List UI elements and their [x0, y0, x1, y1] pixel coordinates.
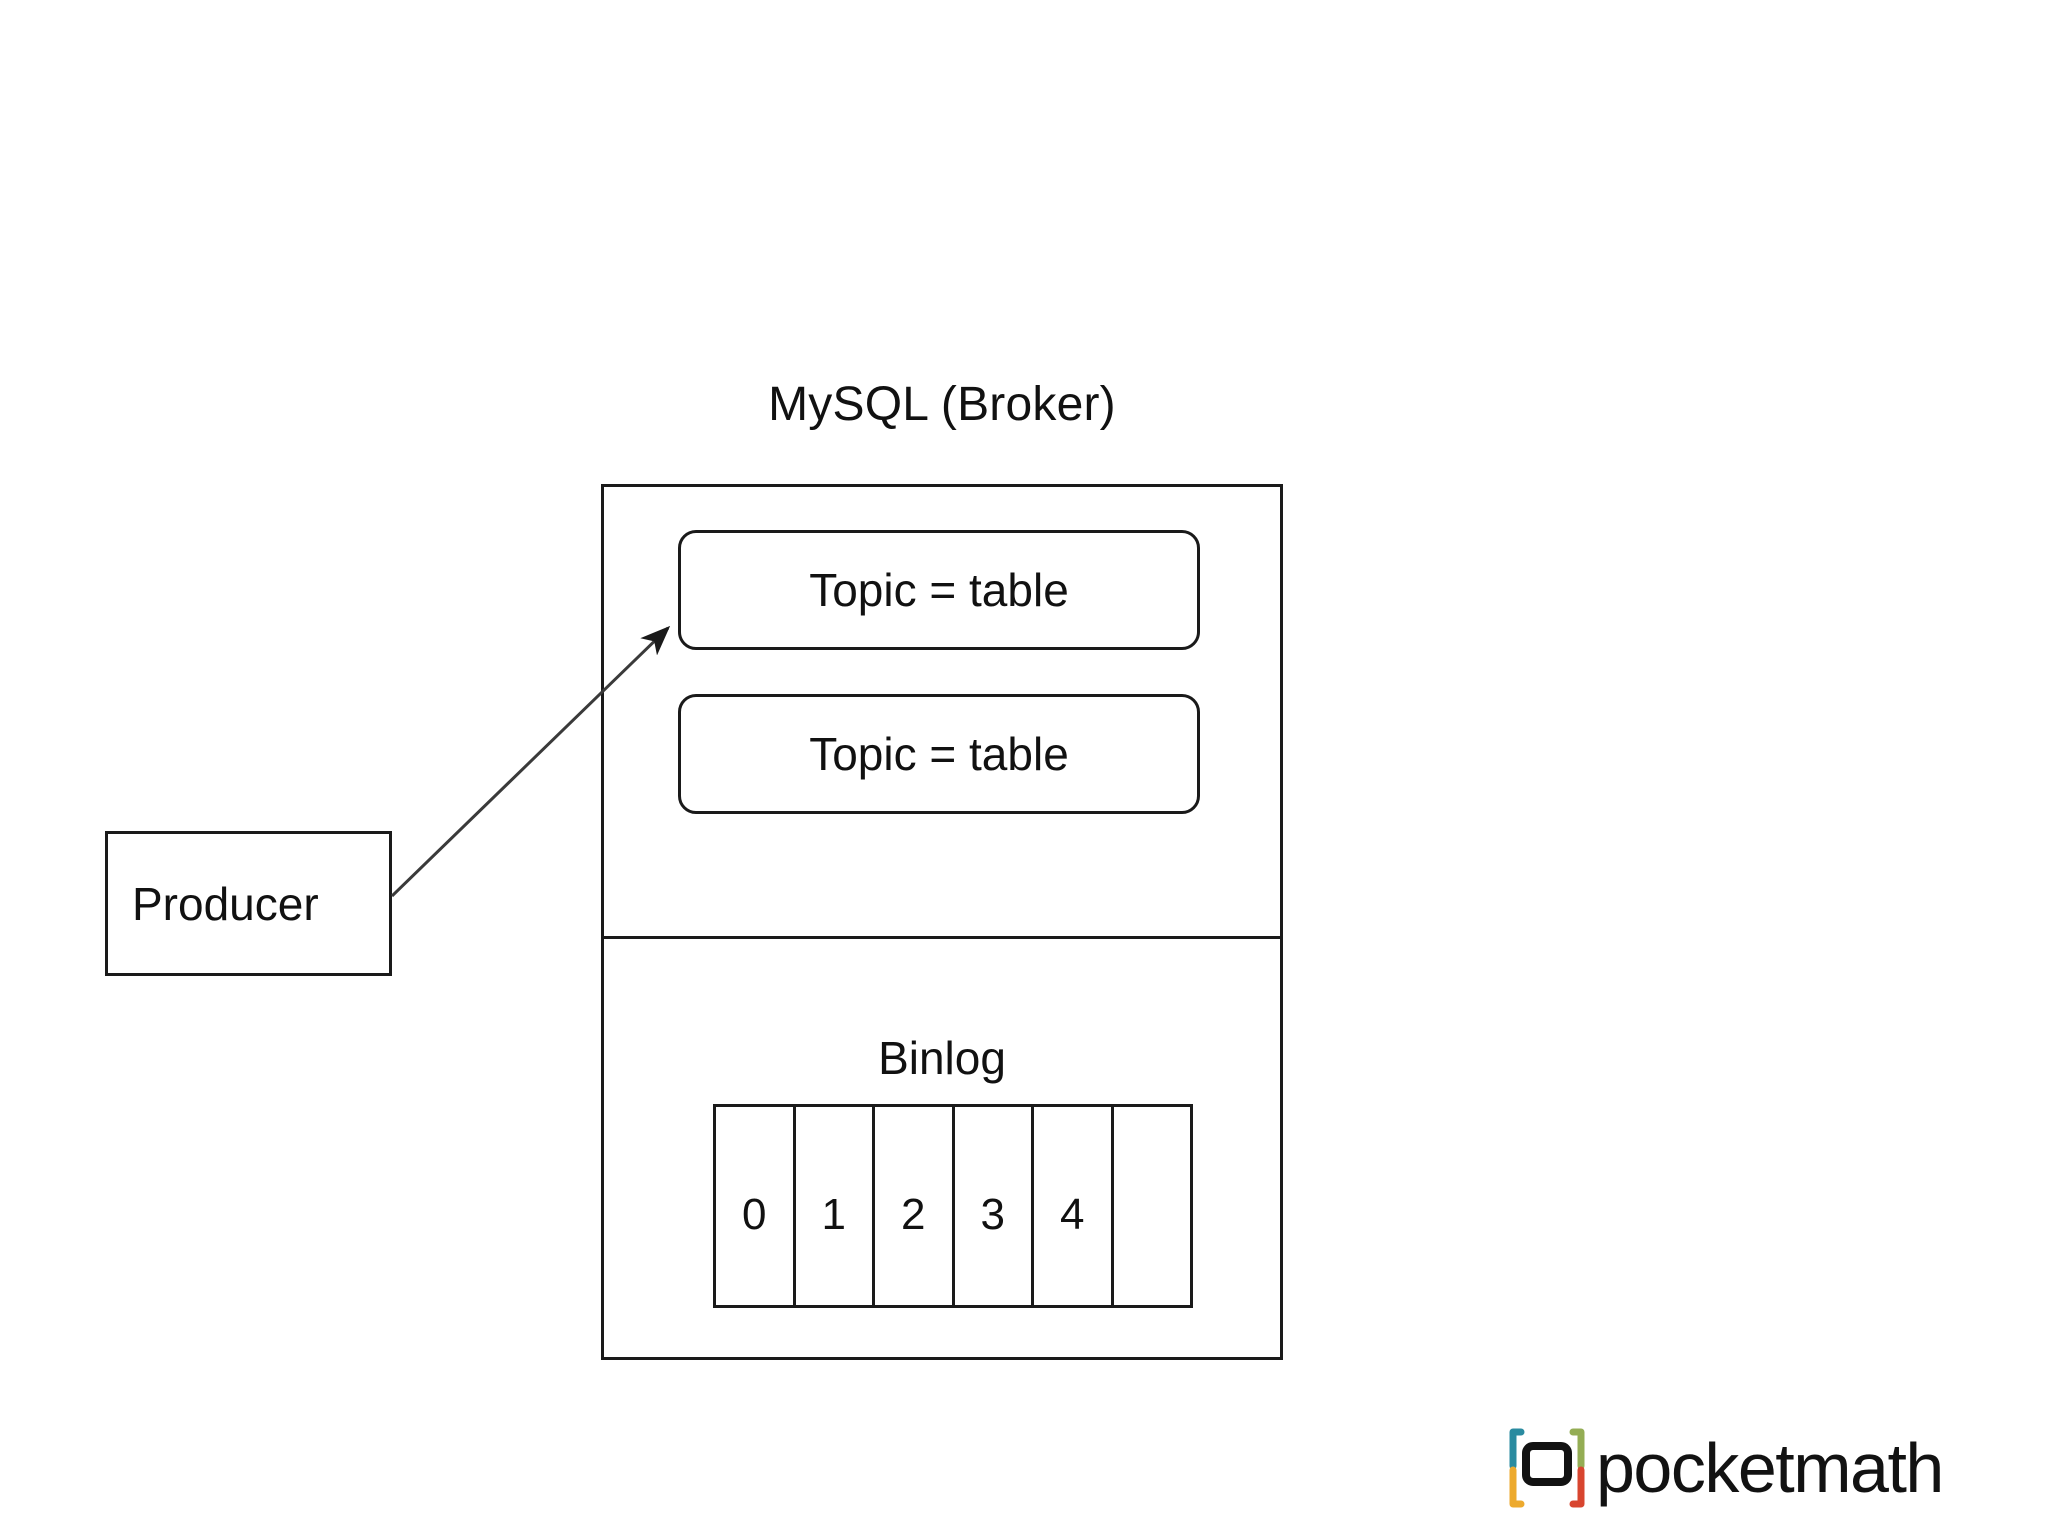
binlog-title: Binlog — [878, 1032, 1006, 1084]
broker-title: MySQL (Broker) — [768, 378, 1116, 431]
binlog-cell: 1 — [796, 1107, 875, 1305]
binlog-table: 0 1 2 3 4 — [713, 1104, 1193, 1308]
binlog-cell: 3 — [955, 1107, 1034, 1305]
binlog-cell — [1114, 1107, 1191, 1305]
binlog-cell: 2 — [875, 1107, 955, 1305]
pocketmath-wordmark: pocketmath — [1596, 1429, 1944, 1507]
pocketmath-logo: pocketmath — [1508, 1416, 2036, 1520]
topic-box-2[interactable]: Topic = table — [678, 694, 1200, 814]
producer-box[interactable]: Producer — [105, 831, 392, 976]
topic-box-1[interactable]: Topic = table — [678, 530, 1200, 650]
broker-section-divider — [601, 936, 1283, 939]
binlog-cell: 0 — [716, 1107, 796, 1305]
pocketmath-bracket-icon — [1508, 1426, 1586, 1510]
binlog-cell: 4 — [1034, 1107, 1114, 1305]
